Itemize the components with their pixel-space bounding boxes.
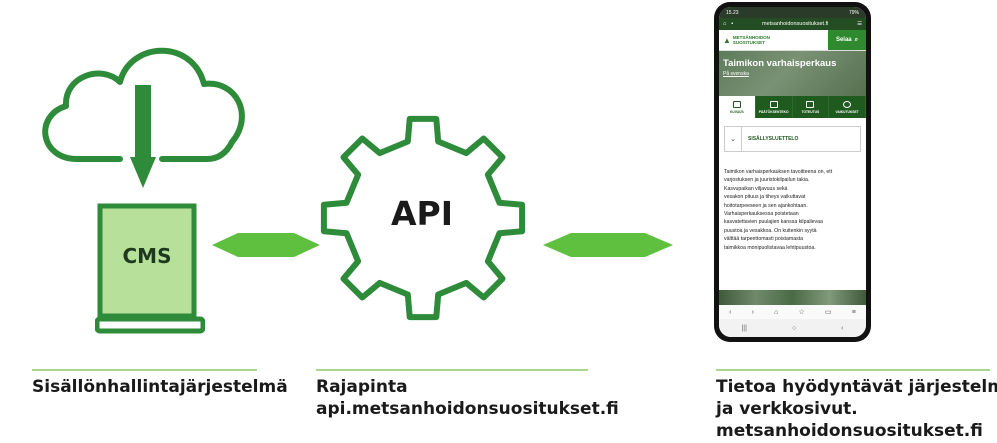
phone-screen: 15.23 79% ⌂ ▪ metsanhoidonsuositukset.fi… (719, 7, 866, 337)
back-icon[interactable]: ‹ (841, 324, 844, 332)
body-text-line: Taimikon varhaisperkauksen tavoitteena o… (724, 169, 833, 175)
star-icon[interactable]: ☆ (798, 309, 805, 316)
caption-rule (716, 369, 990, 371)
back-icon[interactable]: ‹ (729, 308, 732, 316)
tab-paatoksenteko[interactable]: PÄÄTÖKSENTEKO (756, 96, 793, 118)
document-icon (769, 100, 778, 108)
gear-icon (320, 115, 526, 321)
home-icon[interactable]: ⌂ (774, 308, 779, 316)
body-text-line: kasvatettavien puulajien kanssa kilpaile… (724, 219, 823, 226)
double-arrow-icon (543, 233, 673, 257)
language-link[interactable]: På svenska (723, 71, 749, 77)
double-arrow-icon (212, 233, 320, 257)
forward-icon[interactable]: › (751, 308, 754, 316)
page-title: Taimikon varhaisperkaus (723, 58, 837, 69)
info-icon (843, 100, 852, 108)
body-text-line: Varhaisperkauksessa poistetaan (724, 211, 799, 218)
home-circle-icon[interactable]: ○ (791, 324, 797, 332)
status-time: 15.23 (726, 9, 739, 16)
logo-line1: METSÄNHOIDON (732, 35, 770, 40)
caption-rule (316, 369, 588, 371)
page-hero: Taimikon varhaisperkaus På svenska (719, 51, 866, 96)
home-icon[interactable]: ⌂ (723, 21, 727, 27)
site-header: ▲ METSÄNHOIDON SUOSITUKSET Selaa ⌕ (719, 30, 866, 51)
book-icon (732, 100, 741, 108)
chevron-down-icon: ⌄ (725, 127, 742, 151)
toc-label: SISÄLLYSLUETTELO (748, 136, 799, 142)
caption-rule (32, 369, 257, 371)
cloud-upload-icon (42, 47, 245, 162)
table-of-contents[interactable]: ⌄ SISÄLLYSLUETTELO (724, 126, 861, 152)
menu-icon[interactable]: ≡ (851, 308, 856, 316)
body-text-line: varjostuksen ja juuristokilpailun takia. (724, 177, 810, 184)
tree-icon: ▲ (723, 35, 731, 45)
body-text-line: vesakon pituus ja tiheys vaikuttavat (724, 194, 806, 201)
body-text-line: hoitotarpeeseen ja sen ajankohtaan. (724, 202, 808, 209)
tab-label: TOTEUTUS (801, 109, 820, 114)
browse-button[interactable]: Selaa ⌕ (828, 30, 866, 50)
recent-apps-icon[interactable]: ||| (741, 324, 747, 332)
api-caption-title: Rajapinta (316, 377, 408, 397)
api-label: API (390, 194, 453, 233)
tab-label: KUVAUS (730, 109, 744, 114)
tab-label: VAIKUTUKSET (835, 109, 859, 114)
site-logo[interactable]: ▲ METSÄNHOIDON SUOSITUKSET (719, 35, 828, 45)
body-text: Taimikon varhaisperkauksen tavoitteena o… (719, 152, 866, 252)
body-text-line: Kasvupaikan viljavuus sekä (724, 185, 788, 192)
tab-label: PÄÄTÖKSENTEKO (758, 109, 789, 114)
cms-caption: Sisällönhallintajärjestelmä (32, 377, 288, 397)
list-icon (806, 100, 815, 108)
tabs-icon[interactable]: ▭ (824, 309, 832, 316)
lock-icon: ▪ (731, 21, 734, 27)
web-caption-line1: Tietoa hyödyntävät järjestelmät (716, 377, 997, 397)
tab-vaikutukset[interactable]: VAIKUTUKSET (829, 96, 866, 118)
body-text-line: taimikkoa monipuolistavaa lehtipuustoa. (724, 244, 816, 251)
web-caption-url: metsanhoidonsuositukset.fi (716, 421, 983, 441)
browse-button-label: Selaa (835, 37, 852, 43)
api-caption-url: api.metsanhoidonsuositukset.fi (316, 399, 619, 419)
phone-mockup: 15.23 79% ⌂ ▪ metsanhoidonsuositukset.fi… (714, 2, 871, 342)
status-bar: 15.23 79% (719, 7, 866, 18)
battery-status: 79% (848, 9, 859, 16)
web-caption-line2: ja verkkosivut. (716, 399, 858, 419)
cms-book-icon (95, 203, 205, 334)
tab-bar: KUVAUS PÄÄTÖKSENTEKO TOTEUTUS VAIKUTUKSE… (719, 96, 866, 118)
tab-kuvaus[interactable]: KUVAUS (719, 96, 756, 118)
forest-image (719, 290, 866, 305)
logo-line2: SUOSITUKSET (732, 40, 765, 45)
browser-url-bar[interactable]: ⌂ ▪ metsanhoidonsuositukset.fi ☰ (719, 18, 866, 30)
url-text[interactable]: metsanhoidonsuositukset.fi (762, 21, 829, 27)
search-icon: ⌕ (854, 36, 859, 43)
body-text-line: välttää tarpeettomasti poistamasta (724, 236, 804, 243)
down-arrow-icon (130, 85, 156, 188)
body-text-line: puustoa ja vesakkoa. On kuitenkin syytä (724, 227, 817, 234)
cms-label: CMS (122, 244, 172, 268)
tab-toteutus[interactable]: TOTEUTUS (793, 96, 830, 118)
system-nav-bar: ||| ○ ‹ (719, 319, 866, 337)
menu-icon[interactable]: ☰ (857, 21, 862, 27)
browser-nav-bar: ‹ › ⌂ ☆ ▭ ≡ (719, 305, 866, 319)
